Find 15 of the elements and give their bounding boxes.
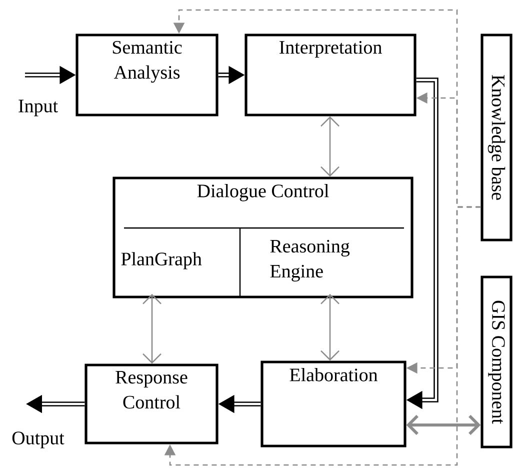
section-label: PlanGraph xyxy=(121,252,202,270)
process-box: Knowledge base xyxy=(480,34,512,242)
arrow xyxy=(142,294,162,364)
edge-label: Input xyxy=(18,100,58,116)
section-label: Reasoning Engine xyxy=(270,240,350,282)
process-box: Response Control xyxy=(84,364,218,444)
arrow xyxy=(406,414,481,436)
process-box: Elaboration xyxy=(260,360,406,448)
arrow xyxy=(320,116,340,177)
edge-label: Output xyxy=(12,432,64,448)
arrow xyxy=(320,294,340,361)
arrow xyxy=(164,206,481,466)
process-box: GIS Component xyxy=(480,276,512,448)
process-box: Semantic Analysis xyxy=(76,34,218,116)
process-box: Interpretation xyxy=(244,34,416,116)
